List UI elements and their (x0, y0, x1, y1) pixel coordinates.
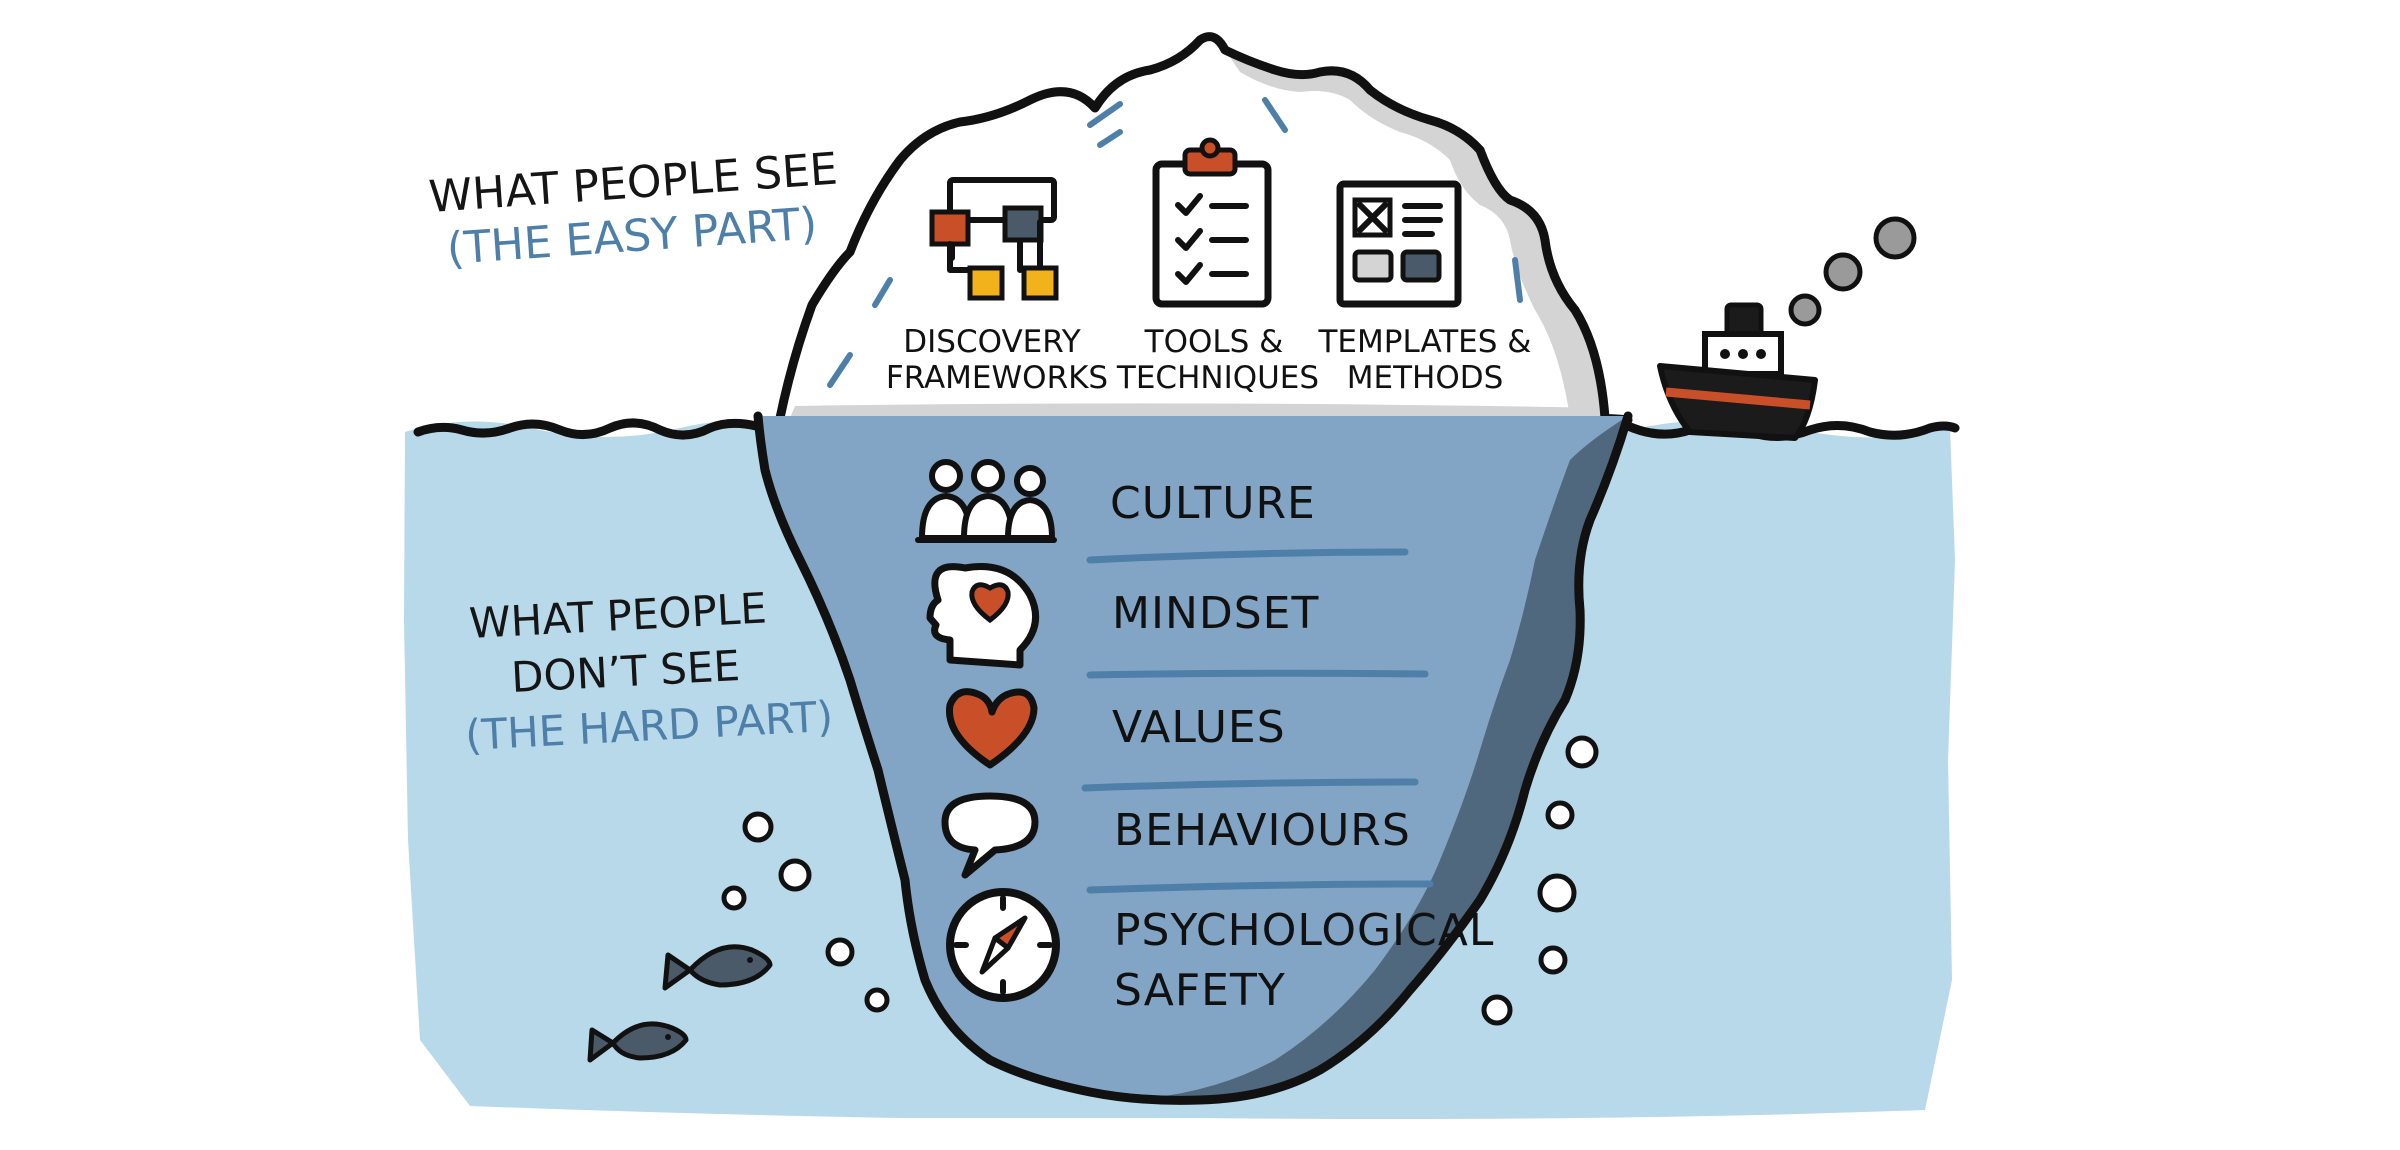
label-line: DON’T SEE (510, 641, 741, 702)
fish-icon (587, 1021, 689, 1063)
head-heart-icon (926, 563, 1040, 669)
tip-label-discovery: DISCOVERY FRAMEWORKS (886, 324, 1108, 396)
tip-label-line2: METHODS (1347, 360, 1504, 396)
tip-label-line1: DISCOVERY (903, 324, 1081, 360)
heart-icon (946, 688, 1038, 769)
layer-label-safety: SAFETY (1114, 965, 1286, 1016)
layer-label-behaviours: BEHAVIOURS (1114, 805, 1411, 856)
compass-icon (946, 888, 1060, 1002)
fish-icon (662, 944, 773, 991)
tip-label-line1: TEMPLATES & (1318, 324, 1532, 360)
tip-label-tools: TOOLS & TECHNIQUES (1116, 324, 1319, 396)
tip-label-line2: FRAMEWORKS (886, 360, 1108, 396)
speech-bubble-icon (941, 792, 1039, 879)
people-group-icon (915, 459, 1057, 543)
layer-divider (1081, 778, 1419, 792)
tip-label-line2: TECHNIQUES (1116, 360, 1319, 396)
label-what-people-see: WHAT PEOPLE SEE (THE EASY PART) (427, 144, 839, 275)
layer-divider (1086, 880, 1434, 894)
layer-label-psychological: PSYCHOLOGICAL (1114, 905, 1494, 956)
layer-label-culture: CULTURE (1110, 478, 1316, 529)
layer-divider (1086, 548, 1409, 564)
template-icon (1336, 180, 1462, 308)
layer-label-values: VALUES (1112, 702, 1286, 753)
layer-label-mindset: MINDSET (1112, 588, 1319, 639)
bubbles-left (721, 811, 890, 1013)
tip-label-line1: TOOLS & (1144, 324, 1284, 360)
clipboard-checklist-icon (1152, 137, 1272, 308)
tip-label-templates: TEMPLATES & METHODS (1318, 324, 1532, 396)
bubbles-right (1481, 735, 1599, 1026)
layer-divider (1086, 669, 1429, 679)
flowchart-icon (929, 177, 1059, 301)
ship-icon (1657, 216, 1917, 441)
